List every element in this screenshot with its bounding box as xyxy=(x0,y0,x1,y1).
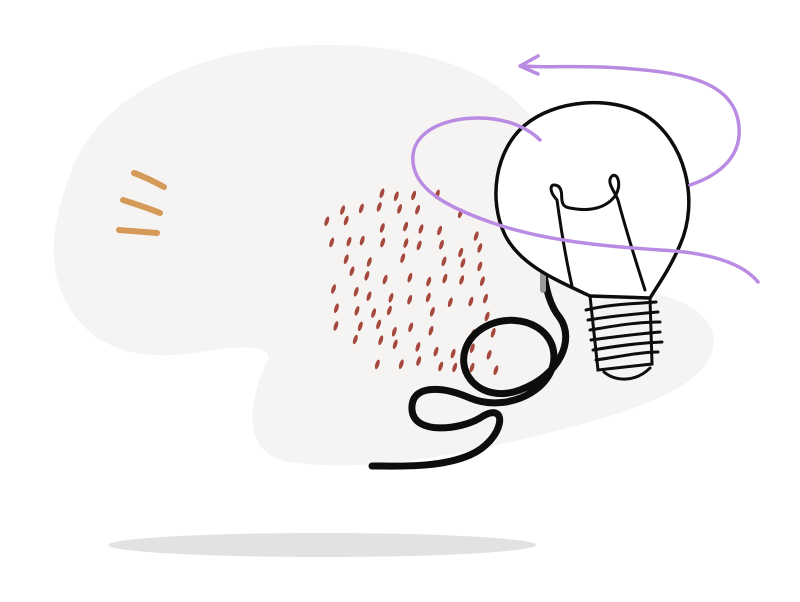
cord-spiral xyxy=(368,264,570,470)
dot-mark xyxy=(407,294,413,305)
dot-mark xyxy=(343,215,349,226)
dot-mark xyxy=(460,258,466,268)
dot-mark xyxy=(352,334,358,345)
dot-mark xyxy=(398,359,404,369)
dot-mark xyxy=(438,361,444,372)
dot-mark xyxy=(357,321,363,332)
dot-mark xyxy=(479,276,485,286)
dot-mark xyxy=(442,273,448,284)
dot-mark xyxy=(364,271,370,281)
bulb-screw-base xyxy=(584,294,664,381)
purple-swirl xyxy=(411,54,760,284)
dot-mark xyxy=(484,311,490,322)
dot-mark xyxy=(366,257,372,267)
dot-mark xyxy=(379,188,385,198)
dot-mark xyxy=(378,335,384,345)
dot-mark xyxy=(483,293,488,304)
dot-mark xyxy=(393,191,399,202)
dot-mark xyxy=(366,291,372,301)
dot-mark xyxy=(469,343,475,353)
dot-mark xyxy=(450,348,456,359)
dot-mark xyxy=(379,223,385,233)
dot-mark xyxy=(354,306,360,316)
dot-mark xyxy=(426,276,432,287)
dot-mark xyxy=(411,190,417,201)
dot-mark xyxy=(403,221,409,232)
dot-mark xyxy=(397,204,403,214)
dot-mark xyxy=(486,350,492,360)
dot-mark xyxy=(333,303,339,313)
orange-dashes xyxy=(116,170,167,236)
dot-mark xyxy=(415,204,421,215)
dot-mark xyxy=(376,319,382,330)
dot-mark xyxy=(416,356,422,366)
dot-mark xyxy=(392,339,398,350)
dot-mark xyxy=(380,237,386,248)
dot-mark xyxy=(429,307,435,317)
dot-mark xyxy=(358,203,364,214)
dot-mark xyxy=(324,216,330,226)
dot-mark xyxy=(428,325,434,336)
dot-mark xyxy=(376,202,382,212)
dot-mark xyxy=(374,359,380,370)
dot-mark xyxy=(416,240,422,251)
dot-mark xyxy=(418,224,424,234)
dot-mark xyxy=(391,326,397,337)
dot-mark xyxy=(439,239,444,250)
dot-mark xyxy=(433,346,439,357)
dot-mark xyxy=(493,365,499,375)
dot-mark xyxy=(408,322,414,333)
ground-shadow xyxy=(108,533,536,557)
dot-mark xyxy=(407,272,413,283)
dot-mark xyxy=(400,253,406,263)
dot-mark xyxy=(447,297,453,308)
dot-mark xyxy=(382,274,388,285)
dot-mark xyxy=(346,236,352,247)
dot-mark xyxy=(388,293,394,303)
dot-mark xyxy=(473,231,479,241)
dot-mark xyxy=(333,321,339,331)
dot-mark xyxy=(403,238,409,248)
dot-mark xyxy=(371,308,377,318)
dot-mark xyxy=(359,235,365,246)
dot-mark xyxy=(452,362,458,373)
dot-mark xyxy=(353,286,359,297)
dot-mark xyxy=(468,296,474,307)
dot-mark xyxy=(437,225,443,236)
dot-mark xyxy=(343,254,349,264)
dot-mark xyxy=(469,362,475,373)
dot-mark xyxy=(329,237,335,248)
dot-mark xyxy=(415,342,421,352)
dot-mark xyxy=(340,205,346,215)
dot-mark xyxy=(441,256,447,267)
dot-mark xyxy=(425,292,431,303)
dot-mark xyxy=(331,284,336,294)
bulb-filament xyxy=(549,173,647,292)
dot-mark xyxy=(459,275,465,285)
dot-mark xyxy=(477,243,483,253)
dot-mark xyxy=(490,328,496,338)
dot-mark xyxy=(458,247,464,258)
dot-mark xyxy=(386,305,392,316)
dot-mark xyxy=(349,266,355,276)
dot-mark xyxy=(477,261,483,272)
